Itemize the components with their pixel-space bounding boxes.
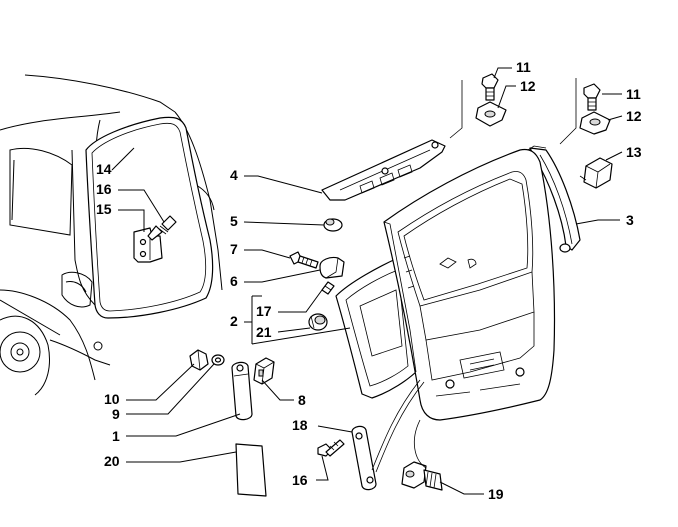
callout-7: 7 bbox=[230, 241, 238, 257]
callout-3: 3 bbox=[626, 212, 634, 228]
cable-line bbox=[413, 419, 427, 469]
pad-part bbox=[235, 443, 267, 497]
callout-13: 13 bbox=[626, 144, 642, 160]
stop-pad-part bbox=[319, 256, 345, 279]
callout-12-middle: 12 bbox=[520, 78, 536, 94]
hinge-block-part bbox=[253, 357, 275, 385]
strut-line bbox=[371, 379, 421, 471]
bumper-part bbox=[321, 281, 335, 295]
callout-8: 8 bbox=[298, 392, 306, 408]
screw-and-nut-upper-middle bbox=[449, 73, 507, 139]
callout-15: 15 bbox=[96, 201, 112, 217]
spoiler-bracket-part bbox=[321, 139, 446, 201]
plug-part bbox=[323, 218, 343, 232]
strap-part bbox=[351, 425, 377, 491]
strut-end-part bbox=[401, 461, 443, 491]
callout-20: 20 bbox=[104, 453, 120, 469]
callout-21: 21 bbox=[256, 324, 272, 340]
callout-5: 5 bbox=[230, 213, 238, 229]
callout-16-upper: 16 bbox=[96, 181, 112, 197]
callout-19: 19 bbox=[488, 486, 504, 502]
callout-9: 9 bbox=[112, 406, 120, 422]
hinge-strap-part bbox=[231, 361, 253, 421]
callout-6: 6 bbox=[230, 273, 238, 289]
car-body-rear bbox=[0, 74, 223, 396]
screw-part-upper bbox=[147, 215, 177, 241]
inner-trim-panel-part bbox=[335, 257, 419, 399]
side-trim-part bbox=[527, 145, 581, 253]
bolt-and-washer-part bbox=[189, 349, 225, 371]
callout-11-middle: 11 bbox=[516, 59, 531, 75]
callout-labels: 14 16 15 4 5 7 6 2 17 21 10 9 1 20 8 18 … bbox=[96, 59, 642, 502]
callout-18: 18 bbox=[292, 417, 308, 433]
screw-part-lower bbox=[317, 439, 345, 457]
callout-10: 10 bbox=[104, 391, 120, 407]
tailgate-panel bbox=[383, 148, 556, 421]
callout-17: 17 bbox=[256, 303, 272, 319]
callout-4: 4 bbox=[230, 167, 238, 183]
callout-1: 1 bbox=[112, 428, 120, 444]
callout-16-lower: 16 bbox=[292, 472, 308, 488]
screw-and-nut-upper-right bbox=[559, 78, 611, 145]
cap-part bbox=[308, 313, 328, 331]
callout-11-right: 11 bbox=[626, 86, 641, 102]
seal-part bbox=[85, 116, 214, 319]
callout-14: 14 bbox=[96, 161, 112, 177]
callout-2: 2 bbox=[230, 313, 238, 329]
clip-part bbox=[579, 157, 613, 189]
callout-12-right: 12 bbox=[626, 108, 642, 124]
bolt-part bbox=[289, 251, 319, 269]
leader-lines bbox=[111, 67, 623, 495]
